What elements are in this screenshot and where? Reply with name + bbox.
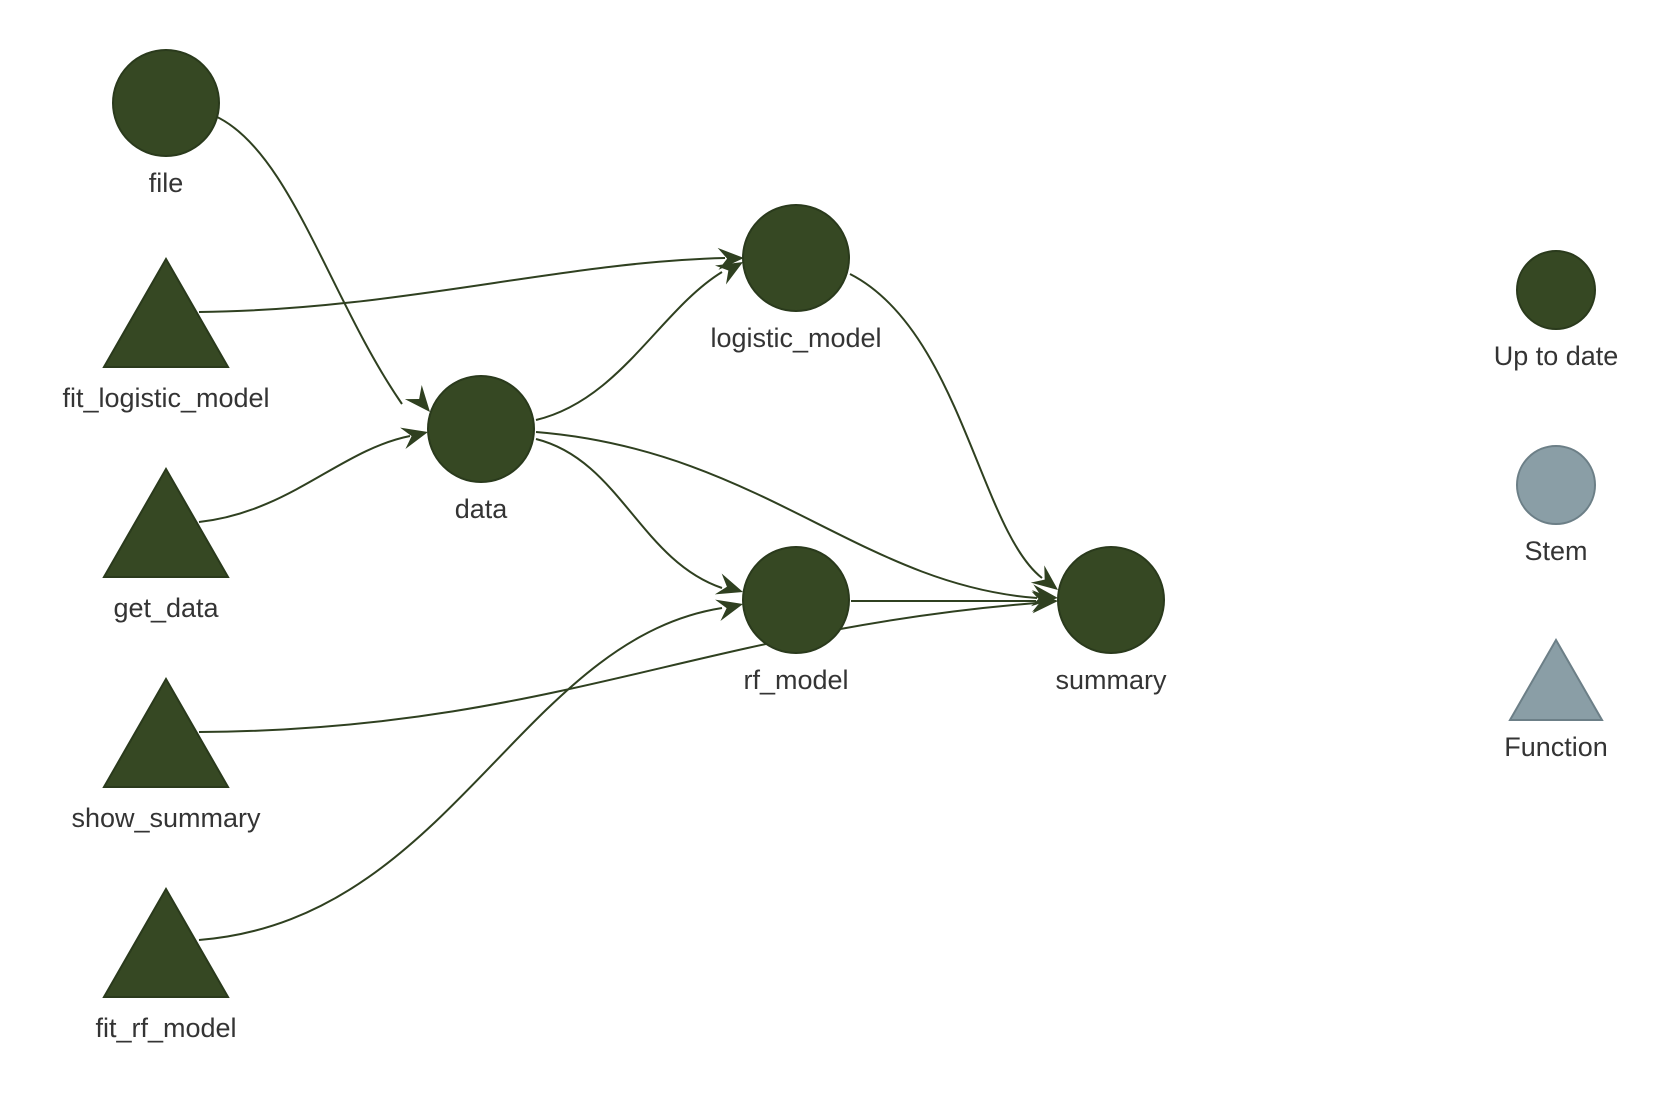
legend-item-function: Function	[1504, 637, 1608, 762]
node-logistic_model[interactable]: logistic_model	[710, 204, 882, 353]
node-label: show_summary	[71, 803, 261, 833]
node-label: data	[455, 494, 509, 524]
legend-item-up-to-date: Up to date	[1494, 250, 1619, 371]
edge-fit_rf_model-to-rf_model	[198, 599, 743, 941]
circle-node-icon	[427, 375, 535, 483]
circle-node-icon	[742, 204, 850, 312]
arrow-head-icon	[715, 599, 743, 621]
edge-get_data-to-data	[198, 427, 428, 523]
node-label: fit_logistic_model	[62, 383, 269, 413]
node-rf_model[interactable]: rf_model	[742, 546, 850, 695]
node-label: get_data	[113, 593, 219, 623]
triangle-node-icon	[102, 466, 230, 578]
edge-line	[535, 438, 723, 589]
arrow-head-icon	[404, 385, 430, 412]
triangle-node-icon	[102, 256, 230, 368]
triangle-legend-icon	[1508, 637, 1604, 721]
arrow-head-icon	[1031, 591, 1058, 614]
node-label: logistic_model	[710, 323, 881, 353]
edge-line	[535, 271, 723, 421]
edge-line	[535, 431, 1038, 599]
edge-fit_logistic_model-to-logistic_model	[198, 247, 744, 313]
edge-line	[198, 602, 1037, 733]
edge-rf_model-to-summary	[851, 590, 1058, 612]
nodes-layer: file fit_logistic_model get_data show_summa…	[62, 49, 1167, 1043]
node-show_summary[interactable]: show_summary	[71, 676, 261, 833]
circle-node-icon	[112, 49, 220, 157]
triangle-node-icon	[102, 676, 230, 788]
arrow-head-icon	[1030, 565, 1058, 590]
node-get_data[interactable]: get_data	[102, 466, 230, 623]
edge-line	[214, 115, 403, 405]
edge-line	[198, 257, 726, 313]
circle-node-icon	[742, 546, 850, 654]
node-label: fit_rf_model	[95, 1013, 236, 1043]
node-fit_rf_model[interactable]: fit_rf_model	[95, 886, 237, 1043]
triangle-node-icon	[102, 886, 230, 998]
legend-item-stem: Stem	[1516, 445, 1596, 566]
node-label: rf_model	[743, 665, 848, 695]
circle-legend-icon	[1516, 250, 1596, 330]
edge-line	[198, 435, 411, 523]
arrow-head-icon	[714, 262, 743, 285]
legend-label: Up to date	[1494, 341, 1619, 371]
edge-logistic_model-to-summary	[849, 273, 1058, 590]
edge-data-to-rf_model	[535, 438, 743, 595]
arrow-head-icon	[400, 427, 428, 449]
edge-line	[849, 273, 1043, 579]
node-label: summary	[1055, 665, 1167, 695]
circle-legend-icon	[1516, 445, 1596, 525]
node-label: file	[149, 168, 184, 198]
edge-data-to-summary	[535, 431, 1058, 607]
arrow-head-icon	[714, 573, 743, 595]
legend-label: Stem	[1524, 536, 1587, 566]
node-fit_logistic_model[interactable]: fit_logistic_model	[62, 256, 270, 413]
node-summary[interactable]: summary	[1055, 546, 1167, 695]
edge-file-to-data	[214, 115, 430, 412]
arrow-head-icon	[1030, 584, 1058, 607]
edge-line	[198, 607, 723, 941]
edge-data-to-logistic_model	[535, 262, 743, 421]
node-file[interactable]: file	[112, 49, 220, 198]
edge-show_summary-to-summary	[198, 591, 1058, 733]
node-data[interactable]: data	[427, 375, 535, 524]
legend-label: Function	[1504, 732, 1608, 762]
circle-node-icon	[1057, 546, 1165, 654]
edges-layer	[198, 115, 1058, 941]
